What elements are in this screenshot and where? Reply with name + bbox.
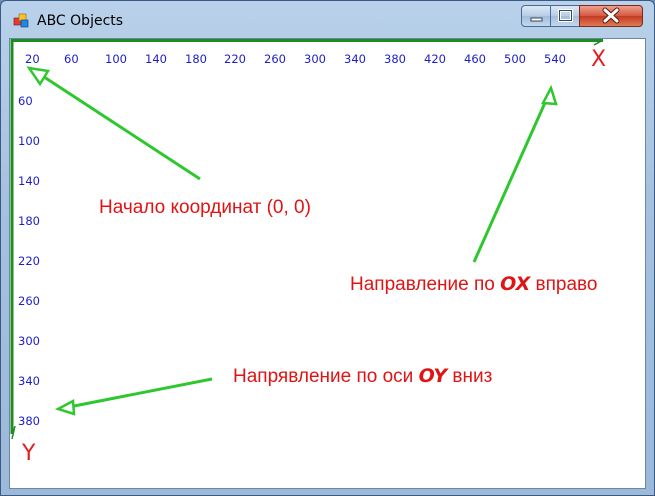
- minimize-button[interactable]: [521, 5, 551, 27]
- ox-annotation-prefix: Направление по: [350, 274, 501, 295]
- y-tick-label: 100: [18, 134, 40, 148]
- ox-axis-name: OX: [500, 273, 531, 295]
- x-tick-label: 180: [185, 52, 207, 66]
- y-tick-label: 260: [18, 294, 40, 308]
- minimize-icon: [530, 17, 543, 22]
- x-tick-label: 220: [224, 52, 246, 66]
- y-tick-label: 140: [18, 174, 40, 188]
- origin-annotation: Начало координат (0, 0): [99, 197, 311, 218]
- abc-objects-app-icon: [13, 13, 29, 28]
- y-axis-label: Y: [22, 441, 36, 466]
- x-tick-label: 340: [344, 52, 366, 66]
- close-icon: [602, 7, 620, 24]
- x-tick-label: 300: [304, 52, 326, 66]
- x-tick-label: 540: [544, 52, 566, 66]
- oy-annotation-suffix: вниз: [447, 366, 493, 387]
- ox-annotation: Направление по OX вправо: [350, 273, 597, 296]
- x-axis-label: X: [591, 47, 607, 72]
- x-tick-label: 260: [264, 52, 286, 66]
- maximize-icon: [558, 9, 573, 22]
- x-tick-label: 420: [424, 52, 446, 66]
- maximize-button[interactable]: [550, 5, 580, 27]
- x-tick-label: 500: [504, 52, 526, 66]
- y-tick-label: 220: [18, 254, 40, 268]
- close-button[interactable]: [579, 5, 643, 27]
- x-tick-label: 100: [105, 52, 127, 66]
- y-tick-label: 300: [18, 334, 40, 348]
- x-tick-label: 460: [464, 52, 486, 66]
- x-tick-label: 60: [64, 52, 79, 66]
- y-tick-label: 180: [18, 214, 40, 228]
- ox-direction-arrow: [472, 84, 558, 263]
- oy-direction-arrow: [54, 377, 213, 416]
- x-tick-label: 20: [25, 52, 40, 66]
- window-title: ABC Objects: [37, 13, 124, 29]
- x-tick-label: 140: [145, 52, 167, 66]
- ox-annotation-suffix: вправо: [530, 274, 598, 295]
- oy-annotation: Напрявление по оси OY вниз: [233, 365, 492, 388]
- axes-and-arrows: [10, 39, 604, 440]
- y-tick-label: 60: [18, 94, 33, 108]
- oy-axis-name: OY: [418, 365, 448, 387]
- y-tick-label: 340: [18, 374, 40, 388]
- origin-arrow: [26, 66, 201, 181]
- y-tick-label: 380: [18, 414, 40, 428]
- x-tick-label: 380: [384, 52, 406, 66]
- title-bar[interactable]: ABC Objects: [1, 1, 654, 38]
- oy-annotation-prefix: Напрявление по оси: [233, 366, 419, 387]
- drawing-canvas-area: 20 60 100 140 180 220 260 300 340 380 42…: [9, 38, 646, 489]
